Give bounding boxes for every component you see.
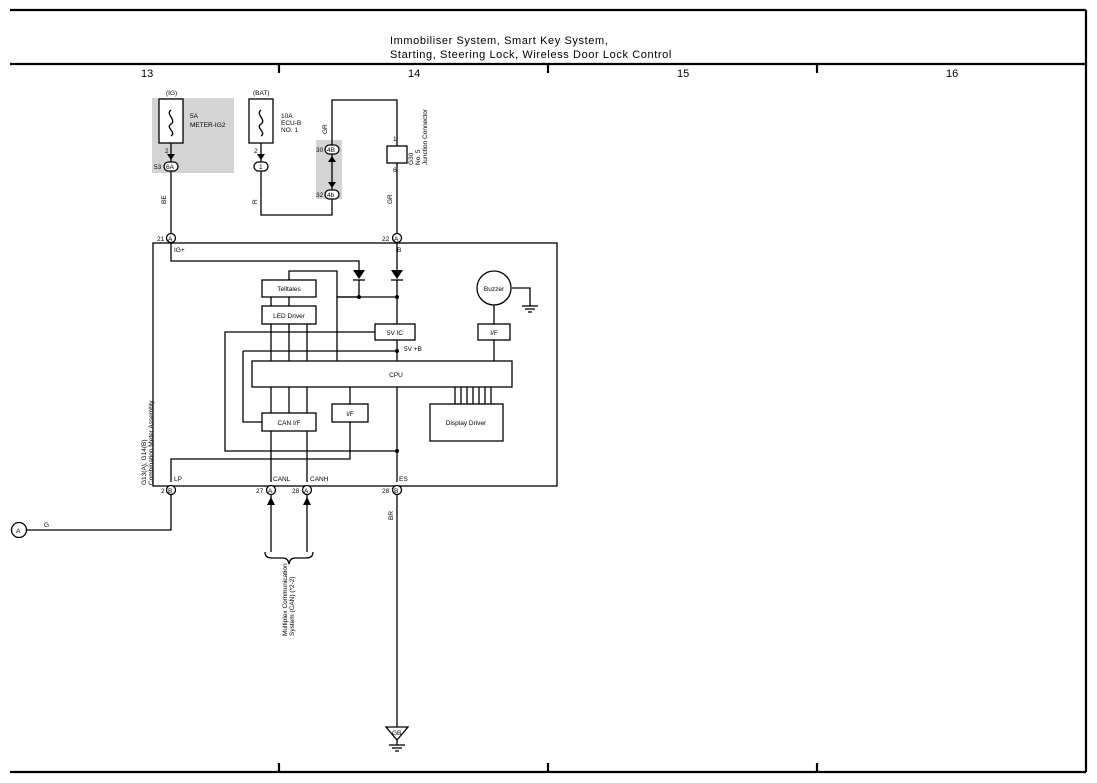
pin-canl: CANL A 27: [256, 476, 291, 496]
block-display-driver: Display Driver: [429, 403, 504, 442]
pin-canh: CANH A 28: [292, 476, 329, 496]
pin-lp: LP B 2: [161, 476, 182, 496]
pin-b: A 22 B: [382, 232, 403, 254]
svg-text:BR: BR: [388, 511, 395, 520]
svg-text:A: A: [304, 488, 309, 495]
multiplex-line-2: System (CAN) (*2-2): [289, 576, 296, 636]
svg-text:27: 27: [256, 488, 264, 495]
meter-name: Combination Meter Assembly: [148, 400, 155, 485]
svg-text:CAN I/F: CAN I/F: [277, 420, 300, 427]
svg-text:A: A: [16, 528, 21, 535]
svg-text:ES: ES: [399, 476, 408, 483]
block-cpu: CPU: [251, 360, 513, 388]
svg-text:21: 21: [157, 236, 165, 243]
page-frame: [10, 8, 1088, 774]
svg-text:LED Driver: LED Driver: [273, 313, 306, 320]
meter-internal-wiring: [170, 243, 538, 482]
diagram-title-line-1: Immobiliser System, Smart Key System,: [390, 35, 608, 47]
svg-text:2: 2: [254, 148, 258, 155]
svg-text:30: 30: [316, 147, 324, 154]
svg-text:53: 53: [154, 164, 162, 171]
svg-text:1: 1: [393, 136, 397, 143]
svg-text:A: A: [394, 236, 399, 243]
block-if-right: I/F: [477, 323, 511, 341]
svg-text:A: A: [268, 488, 273, 495]
svg-text:CANH: CANH: [310, 476, 329, 483]
svg-text:CPU: CPU: [389, 372, 403, 379]
svg-text:28: 28: [292, 488, 300, 495]
svg-text:A: A: [168, 236, 173, 243]
svg-text:ECU-B: ECU-B: [281, 120, 301, 127]
block-if-mid: I/F: [331, 403, 369, 423]
wire-color-be: BE: [161, 195, 168, 204]
svg-text:32: 32: [316, 192, 324, 199]
svg-text:2: 2: [165, 148, 169, 155]
svg-text:METER-IG2: METER-IG2: [190, 122, 226, 129]
svg-text:Display Driver: Display Driver: [446, 420, 487, 427]
svg-text:Buzzer: Buzzer: [484, 286, 505, 293]
fuse-ecu-b: (BAT) 10A ECU-B NO. 1 2 1: [248, 90, 301, 172]
wire-g-to-ref-a: G A: [10, 495, 172, 539]
svg-text:GB: GB: [392, 730, 401, 737]
svg-text:2: 2: [161, 488, 165, 495]
svg-text:(BAT): (BAT): [253, 90, 270, 97]
ground-gb: BR GB: [384, 495, 410, 752]
wire-color-r: R: [252, 199, 259, 204]
svg-text:No. 5: No. 5: [415, 149, 422, 165]
block-telltales: Telltales: [261, 279, 317, 298]
wire-r: [260, 171, 333, 216]
svg-text:22: 22: [382, 236, 390, 243]
block-buzzer: Buzzer: [476, 270, 512, 306]
meter-id: G13(A), G14(B): [141, 439, 148, 485]
svg-text:4B: 4B: [327, 147, 335, 154]
svg-text:I/F: I/F: [490, 330, 498, 337]
svg-text:6: 6: [393, 167, 397, 174]
svg-text:NO. 1: NO. 1: [281, 127, 298, 134]
svg-text:I/F: I/F: [346, 411, 354, 418]
svg-text:GR: GR: [322, 124, 329, 134]
svg-text:G30: G30: [408, 152, 415, 165]
svg-text:4b: 4b: [327, 192, 335, 199]
svg-text:5V IC: 5V IC: [387, 330, 404, 337]
svg-text:CANL: CANL: [273, 476, 291, 483]
can-bus-lines: Multiplex Communication System (CAN) (*2…: [264, 495, 314, 636]
column-number-16: 16: [946, 68, 958, 80]
svg-text:B: B: [394, 488, 398, 495]
connector-4b: GR 4B 30 4b 32: [316, 99, 398, 200]
svg-text:1: 1: [259, 164, 263, 171]
block-5v-ic: 5V IC: [374, 323, 416, 341]
svg-text:Junction Connector: Junction Connector: [422, 108, 429, 165]
diagram-title-line-2: Starting, Steering Lock, Wireless Door L…: [390, 49, 672, 61]
svg-text:6A: 6A: [166, 164, 175, 171]
svg-text:Telltales: Telltales: [277, 286, 301, 293]
svg-text:G: G: [44, 522, 49, 529]
column-number-15: 15: [677, 68, 689, 80]
label-5v-plus-b: 5V +B: [404, 346, 422, 353]
svg-text:5A: 5A: [190, 113, 199, 120]
svg-text:IG+: IG+: [174, 247, 185, 254]
column-number-14: 14: [408, 68, 420, 80]
svg-text:B: B: [397, 247, 401, 254]
block-led-driver: LED Driver: [261, 305, 317, 325]
pin-ig-plus: A 21 IG+: [157, 232, 185, 254]
svg-text:LP: LP: [174, 476, 182, 483]
svg-text:B: B: [168, 488, 172, 495]
fuse-meter-ig2: (IG) 5A METER-IG2 2 6A 53: [154, 90, 226, 172]
multiplex-line-1: Multiplex Communication: [282, 563, 289, 636]
block-can-if: CAN I/F: [261, 412, 317, 432]
svg-text:(IG): (IG): [166, 90, 177, 97]
svg-text:10A: 10A: [281, 113, 293, 120]
svg-text:GR: GR: [387, 194, 394, 204]
pin-es: ES B 28: [382, 476, 408, 496]
column-number-13: 13: [141, 68, 153, 80]
combination-meter-box: [152, 242, 558, 487]
junction-connector-g30: 1 6 G30 No. 5 Junction Connector GR: [386, 108, 429, 234]
svg-text:28: 28: [382, 488, 390, 495]
